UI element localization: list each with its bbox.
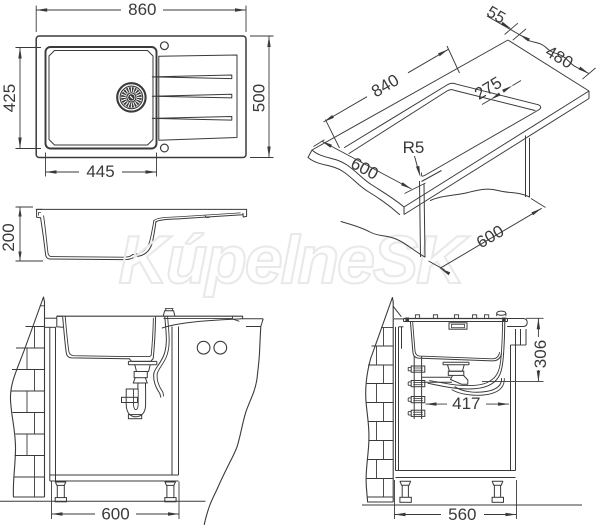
svg-text:860: 860 [128, 0, 156, 19]
svg-text:425: 425 [0, 84, 19, 112]
svg-text:200: 200 [0, 223, 18, 251]
svg-text:417: 417 [452, 394, 480, 413]
svg-text:560: 560 [448, 505, 476, 524]
svg-text:445: 445 [86, 162, 114, 181]
svg-text:R5: R5 [403, 138, 425, 157]
svg-text:600: 600 [101, 505, 129, 524]
svg-text:500: 500 [249, 84, 268, 112]
svg-text:KúpelneSK: KúpelneSK [119, 222, 471, 298]
svg-text:306: 306 [531, 340, 550, 368]
